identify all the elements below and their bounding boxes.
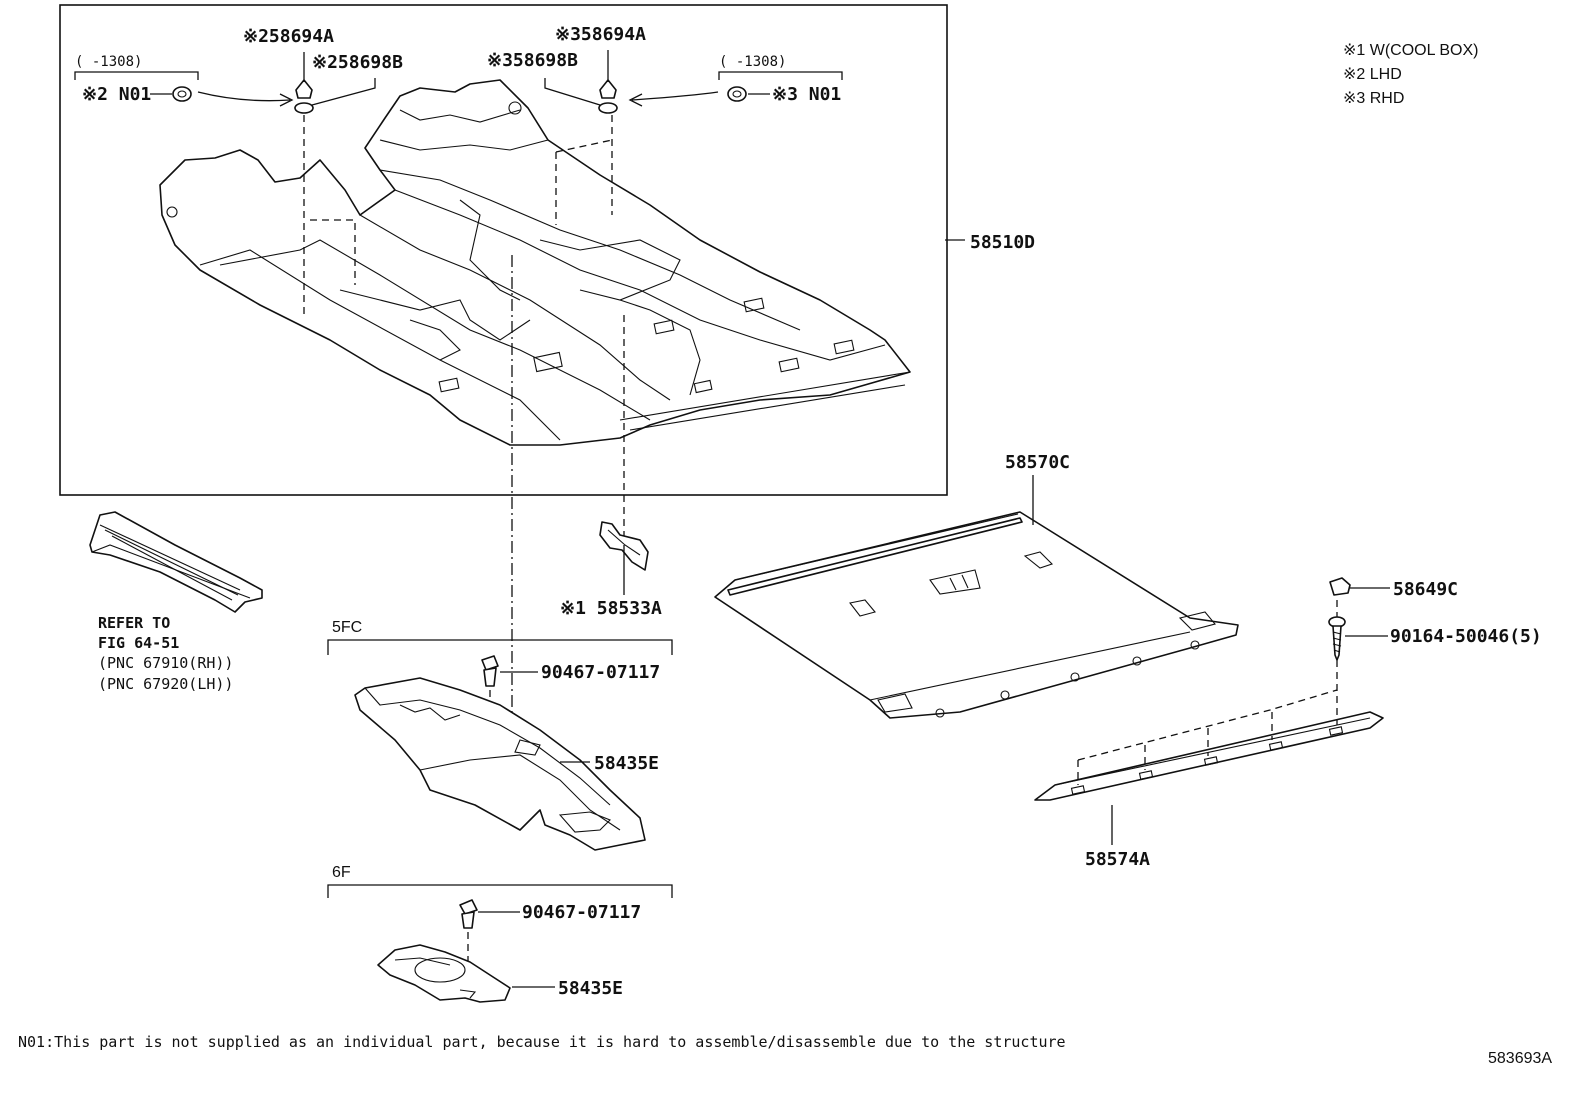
nut-N01-right	[727, 86, 747, 102]
label-90467-a: 90467-07117	[541, 662, 660, 683]
floor-carpet-58510D	[159, 79, 911, 446]
bolt-90467-a	[481, 655, 499, 687]
panel-58570C	[714, 511, 1239, 719]
label-58574A: 58574A	[1085, 849, 1150, 870]
legend-line-3: ※3 RHD	[1343, 90, 1404, 107]
cover-58435E-6F	[377, 944, 511, 1003]
label-58435E-b: 58435E	[558, 978, 623, 999]
footnote: N01:This part is not supplied as an indi…	[18, 1033, 1066, 1051]
label-58694A-right: ※358694A	[555, 24, 646, 45]
label-90467-b: 90467-07117	[522, 902, 641, 923]
screw-90164	[1328, 616, 1346, 661]
clip-58694A-left	[294, 79, 314, 114]
clip-58694A-right	[598, 79, 618, 114]
bolt-90467-b	[459, 899, 478, 929]
label-58533A: ※1 58533A	[560, 598, 662, 619]
nut-N01-left	[172, 86, 192, 102]
label-n01-right: ※3 N01	[772, 84, 841, 105]
group-label-5fc: 5FC	[332, 619, 362, 636]
label-58435E-a: 58435E	[594, 753, 659, 774]
arrowhead-right	[628, 93, 643, 107]
label-58698B-right: ※358698B	[487, 50, 578, 71]
label-n01-left: ※2 N01	[82, 84, 151, 105]
scuff-plate	[89, 511, 263, 613]
label-date-right: ( -1308)	[719, 54, 786, 70]
arrow-left	[197, 91, 291, 102]
legend-line-2: ※2 LHD	[1343, 66, 1402, 83]
refer-line-4: (PNC 67920(LH))	[98, 675, 233, 693]
label-date-left: ( -1308)	[75, 54, 142, 70]
refer-line-3: (PNC 67910(RH))	[98, 654, 233, 672]
refer-line-2: FIG 64-51	[98, 634, 179, 652]
figure-id: 583693A	[1488, 1050, 1552, 1067]
clip-58649C	[1329, 577, 1351, 596]
group-label-6f: 6F	[332, 864, 351, 881]
label-58698B-left: ※258698B	[312, 52, 403, 73]
label-58694A-left: ※258694A	[243, 26, 334, 47]
refer-line-1: REFER TO	[98, 614, 170, 632]
strip-58574A	[1034, 711, 1384, 801]
arrowhead-left	[279, 93, 294, 107]
label-90164: 90164-50046(5)	[1390, 626, 1542, 647]
main-frame	[59, 4, 948, 496]
arrow-right	[631, 91, 719, 101]
label-58649C: 58649C	[1393, 579, 1458, 600]
legend-line-1: ※1 W(COOL BOX)	[1343, 42, 1479, 59]
cover-58435E-5FC	[354, 677, 646, 851]
label-58570C: 58570C	[1005, 452, 1070, 473]
label-58510D: 58510D	[970, 232, 1035, 253]
